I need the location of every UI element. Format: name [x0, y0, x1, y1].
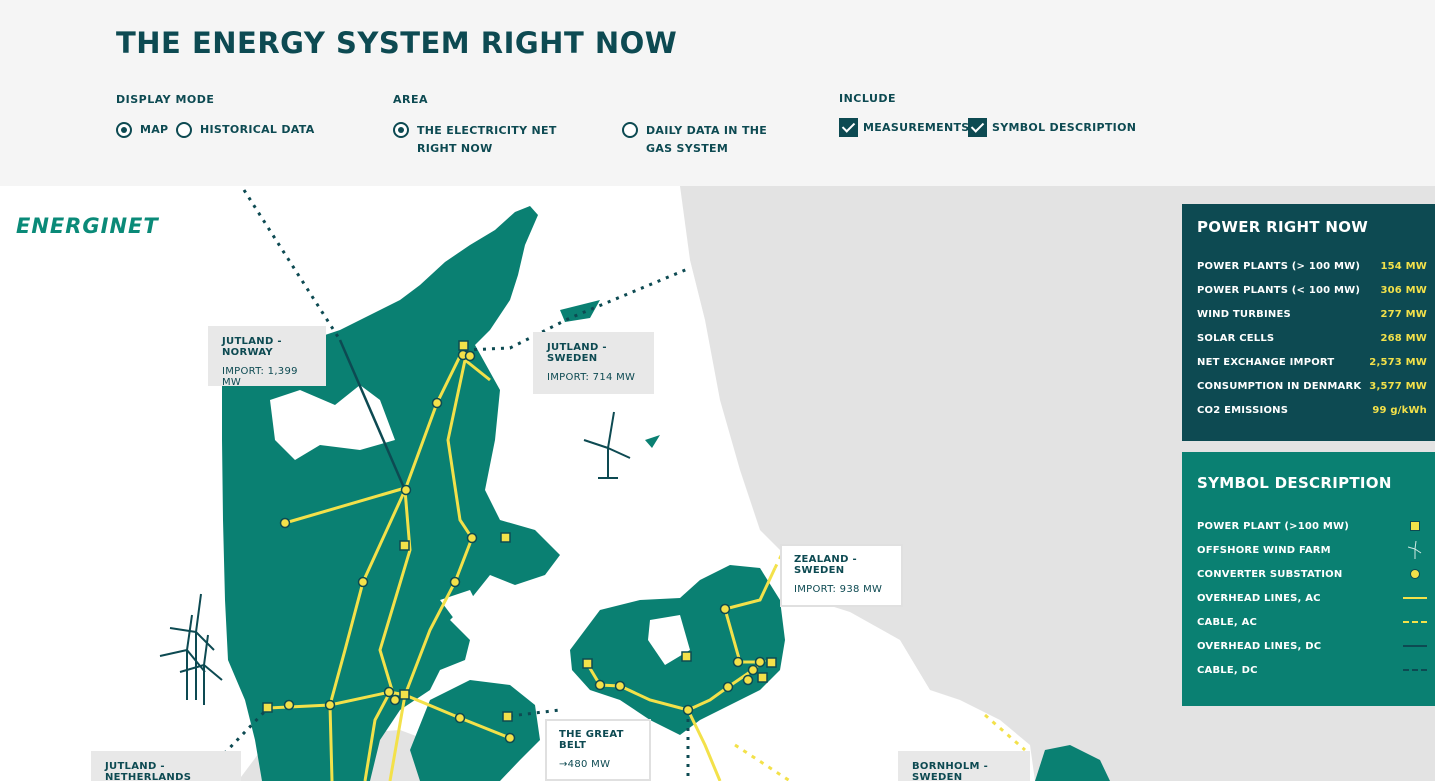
radio-unselected-icon[interactable]	[622, 122, 638, 138]
connection-jutland-norway[interactable]: JUTLAND - NORWAY IMPORT: 1,399 MW	[208, 326, 326, 388]
bornholm-area-land	[1035, 745, 1110, 781]
symbol-row: CABLE, AC	[1197, 610, 1427, 634]
checkbox-measurements[interactable]: MEASUREMENTS	[839, 118, 970, 137]
power-row: POWER PLANTS (< 100 MW)306 MW	[1197, 284, 1427, 296]
page-title: THE ENERGY SYSTEM RIGHT NOW	[116, 26, 678, 60]
fjord-water	[440, 590, 480, 620]
dc-overhead-line-icon	[1403, 639, 1427, 653]
power-panel-title: POWER RIGHT NOW	[1197, 218, 1369, 236]
radio-map[interactable]: MAP	[116, 122, 168, 138]
symbol-row: CONVERTER SUBSTATION	[1197, 562, 1427, 586]
ac-overhead-line-icon	[1403, 591, 1427, 605]
symbol-description-panel: SYMBOL DESCRIPTION POWER PLANT (>100 MW)…	[1182, 452, 1435, 706]
checkbox-checked-icon[interactable]	[839, 118, 858, 137]
connection-jutland-sweden[interactable]: JUTLAND - SWEDEN IMPORT: 714 MW	[533, 332, 654, 394]
radio-historical-data[interactable]: HISTORICAL DATA	[176, 122, 315, 138]
dc-cable-greatbelt	[509, 708, 690, 781]
display-mode-label: DISPLAY MODE	[116, 93, 215, 106]
radio-electricity-net[interactable]: THE ELECTRICITY NET RIGHT NOW	[393, 122, 593, 158]
area-label: AREA	[393, 93, 429, 106]
power-row: POWER PLANTS (> 100 MW)154 MW	[1197, 260, 1427, 272]
symbol-row: POWER PLANT (>100 MW)	[1197, 514, 1427, 538]
symbol-row: OFFSHORE WIND FARM	[1197, 538, 1427, 562]
control-header: THE ENERGY SYSTEM RIGHT NOW DISPLAY MODE…	[0, 0, 1435, 186]
connection-zealand-sweden[interactable]: ZEALAND - SWEDEN IMPORT: 938 MW	[780, 544, 903, 607]
island-anholt	[645, 435, 660, 448]
energinet-logo: ENERGINET	[16, 214, 159, 238]
wind-turbine-markers	[159, 411, 631, 705]
radio-selected-icon[interactable]	[116, 122, 132, 138]
dc-overhead-norway	[338, 339, 407, 491]
radio-selected-icon[interactable]	[393, 122, 409, 138]
ac-cable-icon	[1403, 615, 1427, 629]
island-laeso	[560, 300, 600, 322]
symbol-row: OVERHEAD LINES, AC	[1197, 586, 1427, 610]
dc-cable-norway	[242, 189, 342, 341]
zealand-fjord-water	[648, 615, 690, 665]
checkbox-checked-icon[interactable]	[968, 118, 987, 137]
symbol-row: OVERHEAD LINES, DC	[1197, 634, 1427, 658]
power-right-now-panel: POWER RIGHT NOW POWER PLANTS (> 100 MW)1…	[1182, 204, 1435, 441]
power-plant-markers	[262, 340, 777, 722]
substation-markers	[279, 349, 766, 744]
symbol-row: CABLE, DC	[1197, 658, 1427, 682]
funen-land	[410, 680, 540, 781]
include-label: INCLUDE	[839, 92, 897, 105]
dc-cable-netherlands	[216, 706, 270, 762]
connection-bornholm-sweden[interactable]: BORNHOLM - SWEDEN	[898, 751, 1030, 781]
radio-gas-system[interactable]: DAILY DATA IN THE GAS SYSTEM	[622, 122, 792, 158]
radio-unselected-icon[interactable]	[176, 122, 192, 138]
substation-icon	[1403, 567, 1427, 581]
limfjord-water	[270, 385, 395, 460]
ac-cable-south	[734, 713, 1026, 781]
power-plant-icon	[1403, 519, 1427, 533]
symbol-panel-title: SYMBOL DESCRIPTION	[1197, 474, 1392, 492]
connection-great-belt[interactable]: THE GREAT BELT →480 MW	[545, 719, 651, 781]
dc-cable-icon	[1403, 663, 1427, 677]
wind-turbine-icon	[1403, 541, 1427, 559]
checkbox-symbol-description[interactable]: SYMBOL DESCRIPTION	[968, 118, 1136, 137]
connection-jutland-netherlands[interactable]: JUTLAND - NETHERLANDS	[91, 751, 241, 781]
